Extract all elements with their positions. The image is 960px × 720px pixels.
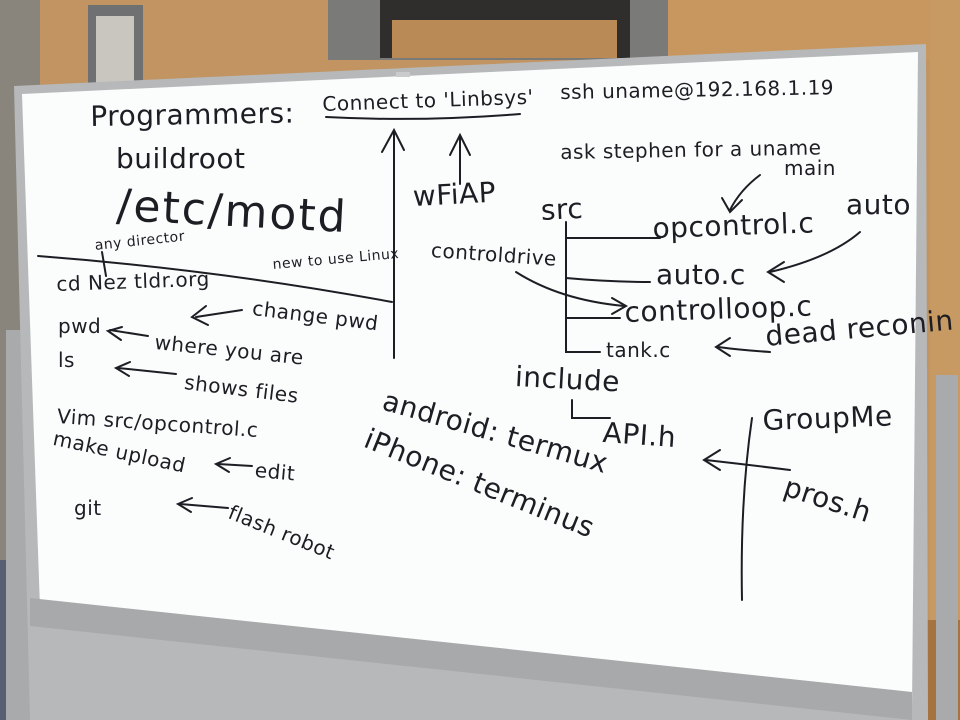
door-window-interior: [392, 20, 617, 58]
git-command: git: [74, 496, 102, 520]
underline-connect: [325, 113, 521, 120]
src-branch-auto: [565, 277, 651, 283]
programmers-heading: Programmers:: [90, 96, 295, 133]
arrow-controldrive: [515, 271, 625, 307]
arrow-auto: [769, 231, 861, 273]
arrow-head-network: [381, 127, 405, 153]
auto-file: auto.c: [656, 258, 746, 291]
wifi-label: wFiAP: [412, 175, 497, 213]
ls-command: ls: [58, 348, 75, 372]
arrow-flash: [179, 503, 229, 509]
board-drawings: [37, 113, 861, 601]
arrow-edit-head: [213, 457, 231, 473]
arrow-deadreckon-head: [714, 337, 731, 357]
arrow-ls-head: [113, 361, 131, 377]
arrow-pros: [705, 459, 791, 471]
src-label: src: [540, 191, 585, 227]
arrow-controldrive-head: [611, 297, 629, 315]
arrow-main: [729, 174, 761, 211]
arrow-change-pwd-head: [190, 305, 209, 326]
arrow-any-dir: [101, 251, 107, 277]
divider-vertical: [740, 417, 753, 601]
buildroot-label: buildroot: [116, 142, 246, 175]
whiteboard-surface: [22, 52, 918, 708]
arrow-edit: [217, 463, 253, 467]
vim-desc: edit: [253, 458, 297, 486]
include-branch: [571, 399, 611, 419]
src-tree-trunk: [565, 221, 601, 353]
opcontrol-file: opcontrol.c: [652, 206, 815, 245]
arrow-ls: [117, 367, 177, 375]
ssh-command: ssh uname@192.168.1.19: [560, 75, 835, 104]
arrow-head-wifi: [449, 132, 471, 156]
divider-line: [37, 255, 393, 303]
main-note: main: [784, 156, 836, 180]
arrow-change-pwd: [195, 309, 243, 318]
arrow-main-head: [721, 197, 743, 214]
stand-leg-right: [936, 375, 958, 720]
tank-file: tank.c: [606, 338, 671, 362]
auto-note: auto: [846, 188, 912, 221]
arrow-auto-head: [766, 261, 785, 283]
ask-note: ask stephen for a uname: [560, 135, 822, 164]
arrow-pwd-head: [105, 326, 123, 341]
groupme-label: GroupMe: [762, 399, 894, 437]
pwd-command: pwd: [58, 314, 102, 338]
arrow-pros-head: [702, 449, 721, 471]
arrow-deadreckon: [717, 346, 771, 353]
arrow-pwd: [109, 329, 149, 337]
include-label: include: [514, 360, 621, 399]
board-label: [396, 72, 410, 77]
marker-tray: [30, 598, 912, 720]
api-file: API.h: [601, 416, 678, 455]
arrow-flash-head: [175, 497, 193, 513]
